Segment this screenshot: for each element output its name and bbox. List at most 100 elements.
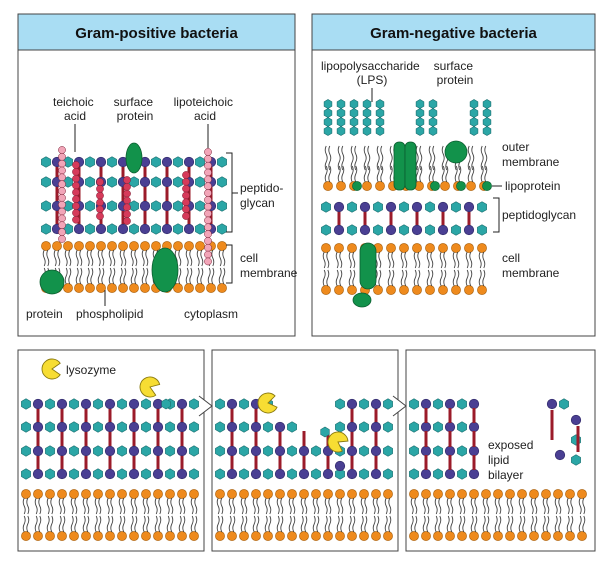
lipid-tail xyxy=(480,145,484,171)
lipid-tail xyxy=(112,267,116,285)
lipid-head xyxy=(451,285,461,295)
sugar-circle xyxy=(250,468,262,480)
lipoprotein xyxy=(352,181,362,191)
acid-bead xyxy=(123,176,131,184)
sugar-circle xyxy=(128,398,140,410)
lipid-head xyxy=(565,489,575,499)
lipid-tail xyxy=(439,251,443,269)
lipid-tail xyxy=(484,165,488,183)
sugar-hexagon xyxy=(433,398,443,410)
lipid-tail xyxy=(467,145,471,171)
lipid-tail xyxy=(228,497,232,515)
lipid-tail xyxy=(119,267,123,285)
lysozyme-lipid-bilayers xyxy=(21,489,587,541)
lipid-head xyxy=(386,243,396,253)
lipid-tail xyxy=(414,515,418,533)
lipid-tail xyxy=(166,497,170,515)
lipid-tail xyxy=(324,515,328,533)
lipid-tail xyxy=(190,515,194,533)
lipid-tail xyxy=(34,515,38,533)
sugar-hexagon xyxy=(375,126,385,136)
gram-negative-proteins xyxy=(352,140,468,308)
acid-bead xyxy=(96,212,104,221)
acid-bead xyxy=(182,212,190,220)
sugar-hexagon xyxy=(117,445,127,457)
lipid-tail xyxy=(471,145,475,171)
acid-bead xyxy=(204,189,212,197)
lipid-head xyxy=(189,489,199,499)
sugar-hexagon xyxy=(263,445,273,457)
lipid-head xyxy=(517,531,527,541)
sugar-circle xyxy=(322,468,334,480)
lipid-tail xyxy=(211,267,215,285)
lipid-tail xyxy=(432,145,436,171)
acid-bead xyxy=(58,194,66,202)
lipid-tail xyxy=(439,269,443,287)
sugar-circle xyxy=(546,398,558,410)
lipid-head xyxy=(375,181,385,191)
sugar-hexagon xyxy=(287,421,297,433)
lipid-tail xyxy=(470,515,474,533)
lipid-tail xyxy=(372,515,376,533)
sugar-circle xyxy=(334,460,346,472)
lipid-head xyxy=(85,283,95,293)
lipid-tail xyxy=(428,145,432,171)
sugar-circle xyxy=(437,201,449,213)
lipid-tail xyxy=(64,249,68,267)
sugar-hexagon xyxy=(477,201,487,213)
sugar-circle xyxy=(346,445,358,457)
sugar-circle xyxy=(359,201,371,213)
label-peptidoglycan-gn: peptidoglycan xyxy=(502,208,576,222)
lipid-head xyxy=(85,241,95,251)
lipid-head xyxy=(477,285,487,295)
lipid-tail xyxy=(465,251,469,269)
lipid-tail xyxy=(50,497,54,515)
lipid-tail xyxy=(498,515,502,533)
lipid-tail xyxy=(118,497,122,515)
lipid-tail xyxy=(426,251,430,269)
membrane-protein xyxy=(151,247,179,293)
membrane-protein xyxy=(352,292,372,308)
label-cell-membrane-gn: cell membrane xyxy=(502,251,560,280)
acid-bead xyxy=(204,216,212,225)
sugar-circle xyxy=(468,398,480,410)
lipid-tail xyxy=(324,165,328,183)
acid-bead xyxy=(58,235,66,243)
lipid-tail xyxy=(450,497,454,515)
lipid-tail xyxy=(268,515,272,533)
lipid-tail xyxy=(46,515,50,533)
sugar-hexagon xyxy=(189,445,199,457)
sugar-hexagon xyxy=(415,126,425,136)
lipid-head xyxy=(445,489,455,499)
lipid-tail xyxy=(75,249,79,267)
sugar-hexagon xyxy=(173,156,183,168)
lipid-head xyxy=(69,489,79,499)
lipid-head xyxy=(140,241,150,251)
lipid-head xyxy=(227,531,237,541)
lipid-tail xyxy=(341,165,345,183)
lipid-tail xyxy=(360,515,364,533)
sugar-circle xyxy=(298,445,310,457)
lipid-tail xyxy=(322,251,326,269)
sugar-hexagon xyxy=(415,108,425,118)
lipid-head xyxy=(529,489,539,499)
lipid-head xyxy=(505,531,515,541)
sugar-circle xyxy=(32,468,44,480)
lipid-tail xyxy=(322,269,326,287)
sugar-hexagon xyxy=(321,224,331,236)
lipid-head xyxy=(74,283,84,293)
lipid-tail xyxy=(123,267,127,285)
acid-bead xyxy=(204,154,212,163)
lipid-tail xyxy=(134,267,138,285)
acid-bead xyxy=(204,196,212,204)
sugar-hexagon xyxy=(85,223,95,235)
lipid-head xyxy=(347,285,357,295)
sugar-hexagon xyxy=(425,201,435,213)
sugar-hexagon xyxy=(189,468,199,480)
lipid-head xyxy=(52,241,62,251)
lipid-tail xyxy=(454,165,458,183)
acid-bead xyxy=(96,205,104,214)
sugar-hexagon xyxy=(107,176,117,188)
lipid-tail xyxy=(110,515,114,533)
